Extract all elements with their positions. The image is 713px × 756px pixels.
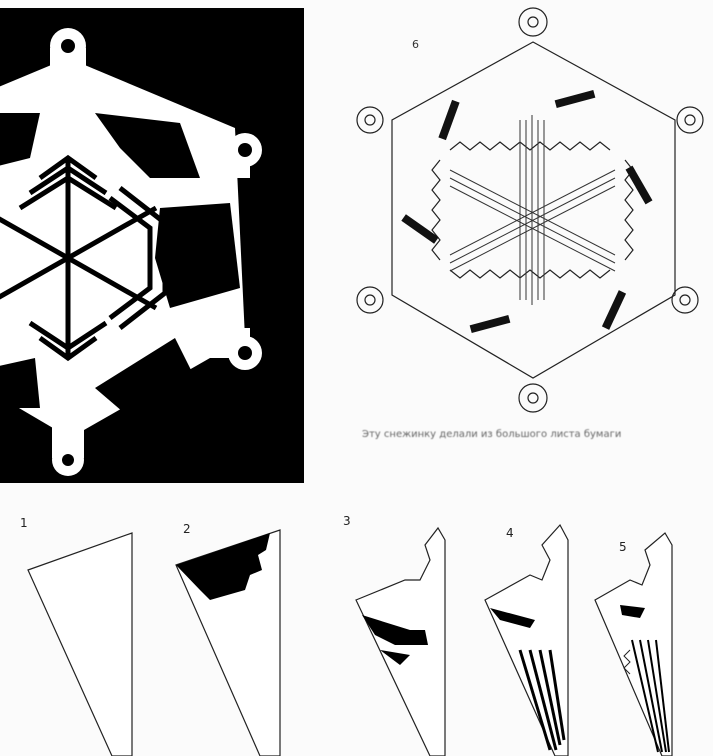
- snowflake-photo: [0, 8, 304, 483]
- white-snowflake-image: [0, 8, 304, 483]
- diagram-number-label: 6: [412, 38, 419, 51]
- step-3-wedge: [350, 520, 450, 756]
- step-5-wedge: [590, 530, 690, 756]
- step-1-wedge: [20, 525, 140, 756]
- snowflake-outline-diagram: 6: [340, 0, 713, 425]
- step-2-wedge: [170, 525, 290, 756]
- step-4-wedge: [480, 520, 575, 756]
- snowflake-caption: Эту снежинку делали из большого листа бу…: [362, 429, 713, 440]
